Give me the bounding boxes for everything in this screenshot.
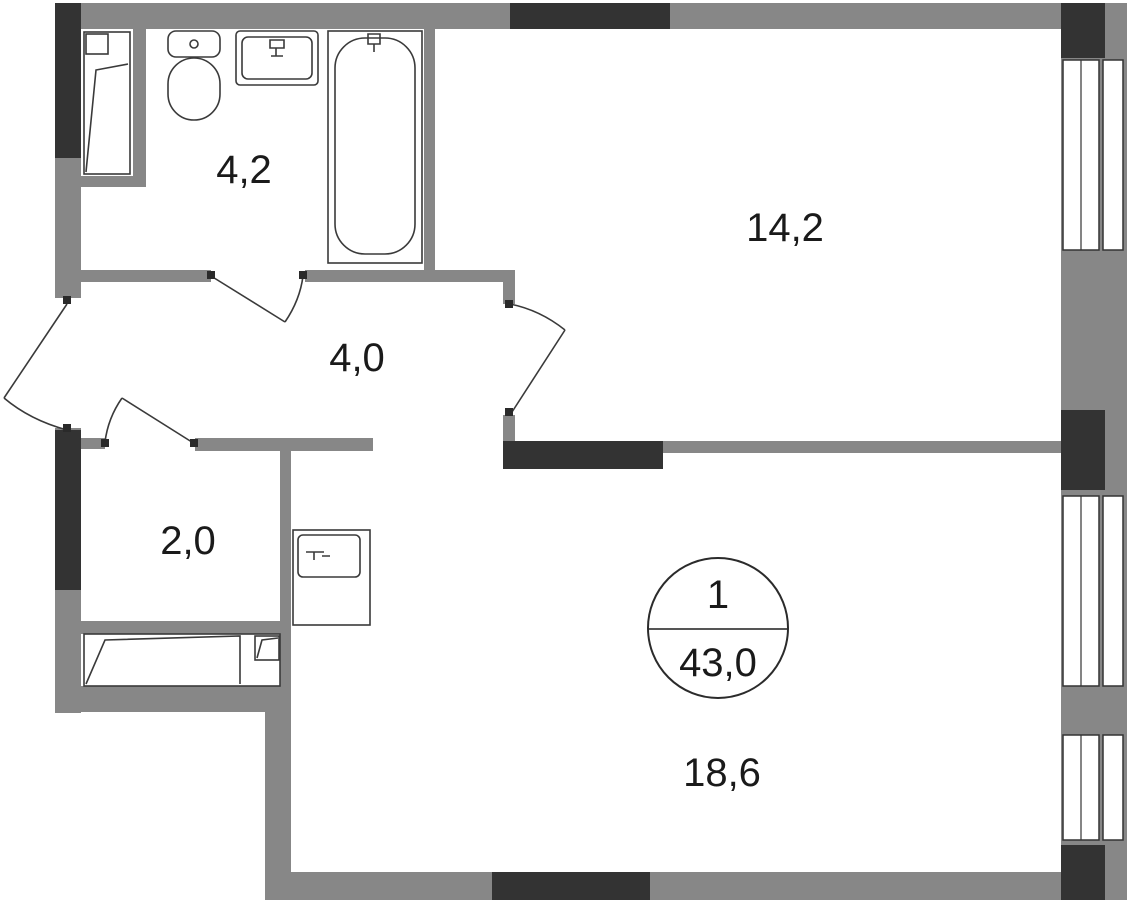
wall-storage-top-b bbox=[195, 438, 373, 451]
wall-bottom-left bbox=[55, 686, 291, 712]
wall-step-vertical bbox=[265, 686, 291, 900]
window-top bbox=[510, 3, 670, 29]
fixtures bbox=[83, 30, 423, 687]
wall-bath-bottom-a bbox=[81, 270, 211, 282]
badge-total-area: 43,0 bbox=[679, 641, 757, 685]
wall-hall-right-low bbox=[503, 415, 515, 445]
door-bathroom bbox=[210, 275, 286, 323]
column-right-bottom bbox=[1061, 845, 1105, 900]
wall-bedroom-living bbox=[660, 441, 1061, 453]
window-pane bbox=[1102, 59, 1124, 251]
badge-divider bbox=[649, 628, 787, 630]
wall-storage-top-a bbox=[81, 438, 105, 449]
room-area-hallway: 4,0 bbox=[329, 336, 385, 380]
room-area-bedroom: 14,2 bbox=[746, 206, 824, 250]
wall-storage-shelf bbox=[81, 621, 281, 634]
wall-storage-right bbox=[280, 449, 291, 689]
wall-closet-side bbox=[133, 29, 146, 187]
window-pane bbox=[1102, 495, 1124, 687]
column-right-top bbox=[1061, 3, 1105, 58]
windows bbox=[55, 3, 1105, 900]
closet-storage bbox=[83, 633, 281, 687]
wall-hall-right bbox=[503, 270, 515, 304]
room-area-storage: 2,0 bbox=[160, 519, 216, 563]
wall-bath-bottom-b bbox=[305, 270, 515, 282]
toilet-bowl bbox=[167, 57, 221, 121]
room-area-bathroom: 4,2 bbox=[216, 148, 272, 192]
partition-dark bbox=[503, 441, 663, 469]
door-bedroom bbox=[511, 329, 566, 413]
apartment-badge: 1 43,0 bbox=[647, 557, 789, 699]
window-bottom bbox=[492, 872, 650, 900]
doors bbox=[3, 275, 566, 445]
door-hinges bbox=[63, 271, 513, 447]
badge-rooms-count: 1 bbox=[706, 573, 730, 617]
door-storage bbox=[121, 397, 196, 445]
column-left-top bbox=[55, 3, 81, 158]
closet-bath bbox=[83, 31, 131, 175]
wall-closet-bottom bbox=[81, 176, 146, 187]
wall-bath-right bbox=[424, 29, 435, 272]
column-left-mid bbox=[55, 430, 81, 590]
room-area-living-kitchen: 18,6 bbox=[683, 751, 761, 795]
door-entrance bbox=[3, 303, 68, 399]
wall-bottom bbox=[265, 872, 1105, 900]
column-right-mid bbox=[1061, 410, 1105, 490]
window-pane bbox=[1102, 734, 1124, 841]
